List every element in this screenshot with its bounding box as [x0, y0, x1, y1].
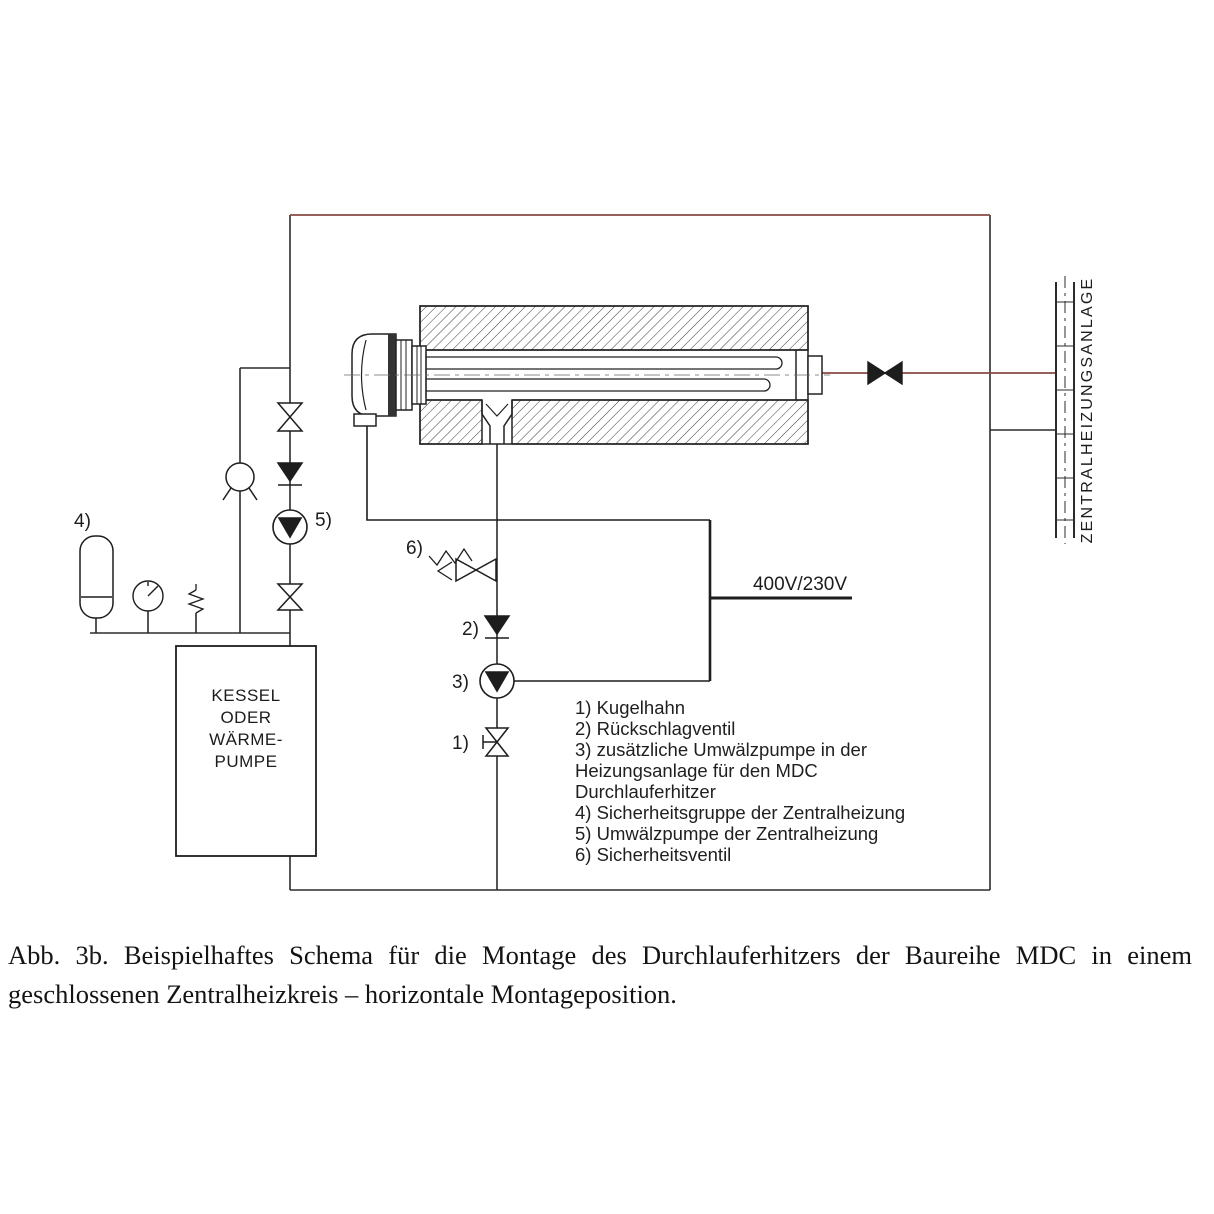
check-valve-2-symbol — [483, 615, 511, 639]
voltage-label: 400V/230V — [753, 574, 847, 595]
heater-insulation-top — [419, 305, 809, 351]
kessel-label-line2: ODER — [220, 708, 271, 727]
central-heating-wall — [1055, 276, 1075, 544]
wall-shutoff-valve-symbol — [867, 360, 903, 386]
ball-valve-1-symbol — [482, 727, 510, 757]
label-6: 6) — [406, 538, 423, 559]
installation-schematic: ZENTRALHEIZUNGSANLAGE — [74, 214, 1096, 891]
legend-item: 1) Kugelhahn — [575, 697, 686, 718]
heater-bottom-port — [481, 400, 513, 444]
heater-insulation-bottom-right — [511, 399, 809, 445]
safety-group-stems — [95, 611, 197, 633]
kessel-label-line1: KESSEL — [211, 686, 280, 705]
heating-element-tube-1 — [426, 356, 783, 370]
label-4: 4) — [74, 511, 91, 532]
legend-item: 2) Rückschlagventil — [575, 718, 736, 739]
safety-group-valve-symbol — [187, 584, 205, 614]
central-heating-label: ZENTRALHEIZUNGSANLAGE — [1079, 277, 1096, 544]
kessel-label-line3: WÄRME- — [209, 730, 283, 749]
label-5: 5) — [315, 510, 332, 531]
expansion-vessel-symbol — [79, 535, 114, 619]
valve-left-upper-symbol — [276, 402, 304, 432]
safety-valve-6-symbol — [428, 547, 497, 583]
kessel-label-line4: PUMPE — [215, 752, 278, 771]
figure-caption: Abb. 3b. Beispielhaftes Schema für die M… — [8, 940, 1192, 1009]
heater-sensor-pocket — [353, 413, 377, 427]
kessel-box: KESSEL ODER WÄRME- PUMPE — [175, 645, 317, 857]
pump-3-symbol — [479, 663, 515, 699]
label-1: 1) — [452, 733, 469, 754]
electrical-lines — [366, 426, 852, 682]
heater-insulation-bottom-left — [419, 399, 483, 445]
legend-item: 6) Sicherheitsventil — [575, 844, 732, 865]
heating-element-tube-2 — [426, 378, 771, 392]
label-3: 3) — [452, 672, 469, 693]
valve-left-lower-symbol — [276, 583, 304, 611]
pressure-gauge-symbol — [132, 580, 164, 612]
temperature-sensor-symbol — [222, 462, 258, 501]
legend-item: 4) Sicherheitsgruppe der Zentralheizung — [575, 802, 906, 823]
left-bypass-pipe — [90, 367, 290, 634]
heater-power-line — [366, 426, 710, 521]
supply-pipes — [290, 214, 1056, 374]
pump-5-symbol — [272, 509, 308, 545]
legend-item: 5) Umwälzpumpe der Zentralheizung — [575, 823, 879, 844]
label-2: 2) — [462, 619, 479, 640]
heater-assembly — [344, 305, 830, 445]
legend: 1) Kugelhahn 2) Rückschlagventil 3) zusä… — [575, 697, 963, 865]
check-valve-left-symbol — [276, 462, 304, 486]
legend-item: 3) zusätzliche Umwälzpumpe in der Heizun… — [575, 739, 868, 802]
